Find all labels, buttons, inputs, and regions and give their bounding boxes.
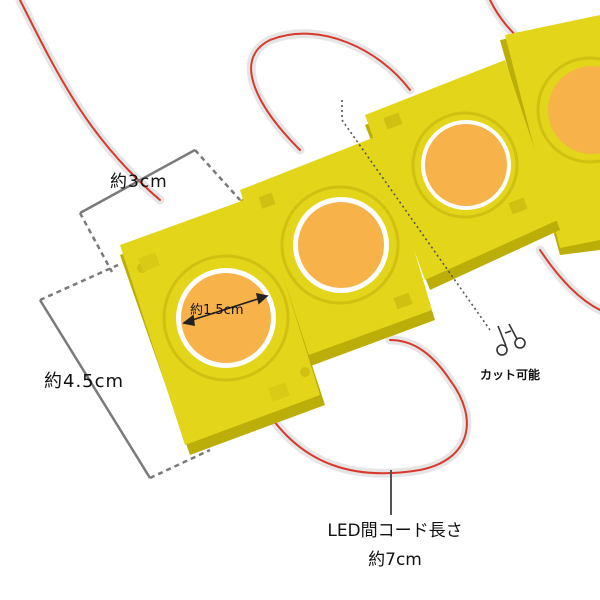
cut-line — [341, 100, 491, 331]
led-module-3 — [365, 60, 560, 290]
module-width-label: 約3cm — [110, 172, 168, 192]
diameter-arrow — [182, 292, 269, 326]
cord-length-value: 約7cm — [368, 550, 422, 570]
wire-right — [535, 245, 600, 315]
cuttable-label: カット可能 — [480, 368, 541, 382]
cord-length-label: LED間コード長さ 約7cm — [320, 523, 470, 569]
cord-length-title: LED間コード長さ — [327, 521, 463, 541]
led-module-4 — [500, 15, 600, 255]
width-dimension — [78, 148, 241, 273]
module-height-label: 約4.5cm — [44, 371, 125, 392]
scissors-icon — [496, 323, 526, 356]
led-diameter-label: 約1.5cm — [190, 303, 244, 318]
led-module-1 — [120, 195, 325, 455]
height-dimension — [38, 263, 211, 480]
wire-top-left — [15, 0, 165, 205]
connecting-wires — [15, 0, 600, 478]
